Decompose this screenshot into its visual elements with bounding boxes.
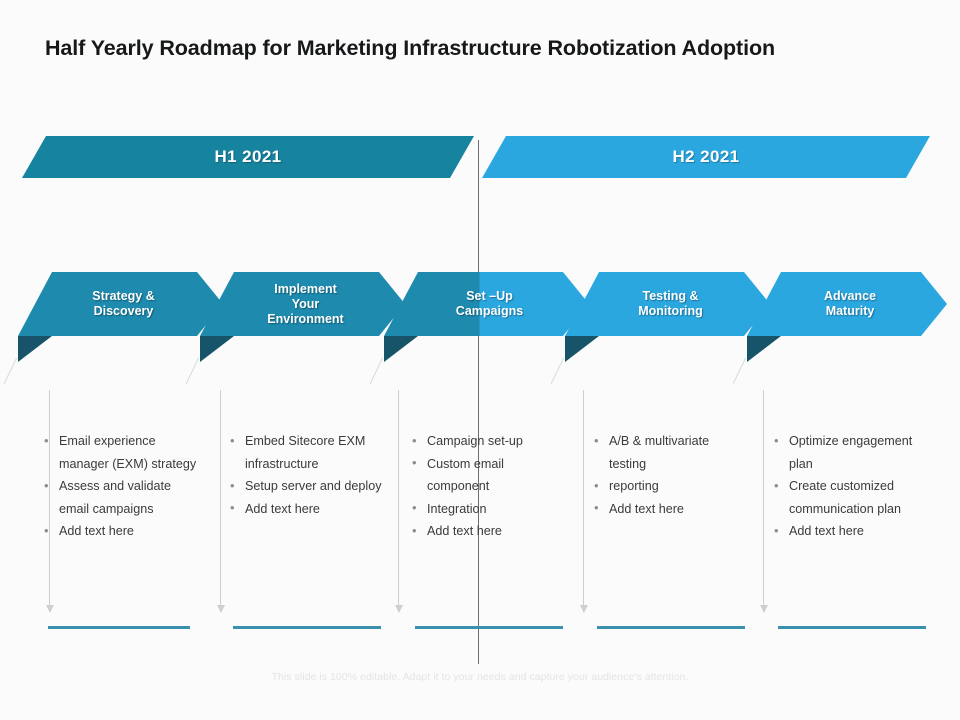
half-divider — [478, 140, 479, 664]
list-item: Add text here — [592, 497, 747, 521]
phase-connector-5 — [759, 390, 768, 613]
phase-chevron-4[interactable]: Testing & Monitoring — [565, 272, 770, 362]
phase-chevron-2-shape — [200, 272, 405, 336]
phase-connector-4 — [579, 390, 588, 613]
list-item: Add text here — [410, 520, 560, 543]
list-item: Email experience manager (EXM) strategy — [42, 430, 200, 475]
phase-fold-shadow-5 — [733, 358, 767, 398]
list-item: A/B & multivariate testing — [592, 430, 747, 475]
phase-chevron-5-shape — [747, 272, 947, 336]
list-item: Campaign set-up — [410, 430, 560, 453]
phase-rule-3 — [415, 626, 563, 629]
half-banner-h1[interactable]: H1 2021 — [22, 136, 474, 178]
list-item: Add text here — [42, 520, 200, 543]
list-item: Assess and validate email campaigns — [42, 475, 200, 520]
phase-fold-shadow-2 — [186, 358, 220, 398]
phase-rule-1 — [48, 626, 190, 629]
phase-connector-3 — [394, 390, 403, 613]
phase-chevron-3[interactable]: Set –Up Campaigns — [384, 272, 589, 362]
phase-connector-2 — [216, 390, 225, 613]
phase-rule-4 — [597, 626, 745, 629]
phase-chevron-4-shape — [565, 272, 770, 336]
list-item: Create customized communication plan — [772, 475, 922, 520]
phase-fold-3 — [384, 336, 418, 362]
list-item: Integration — [410, 497, 560, 521]
phase-bullets-4: A/B & multivariate testing reporting Add… — [592, 430, 747, 520]
phase-fold-shadow-1 — [4, 358, 38, 398]
list-item: Add text here — [228, 497, 388, 521]
half-banner-h2-label: H2 2021 — [672, 147, 740, 166]
list-item: reporting — [592, 475, 747, 498]
phase-rule-5 — [778, 626, 926, 629]
phase-fold-4 — [565, 336, 599, 362]
page-title: Half Yearly Roadmap for Marketing Infras… — [45, 36, 776, 60]
phase-chevron-5[interactable]: Advance Maturity — [747, 272, 947, 362]
phase-fold-2 — [200, 336, 234, 362]
phase-chevron-3-shape — [384, 272, 589, 336]
phase-fold-shadow-4 — [551, 358, 585, 398]
half-banner-h2[interactable]: H2 2021 — [482, 136, 930, 178]
footer-note: This slide is 100% editable. Adapt it to… — [271, 671, 689, 683]
half-banner-h1-label: H1 2021 — [214, 147, 282, 166]
phase-chevron-1[interactable]: Strategy & Discovery — [18, 272, 223, 362]
list-item: Add text here — [772, 520, 922, 543]
list-item: Setup server and deploy — [228, 475, 388, 498]
phase-chevron-1-shape — [18, 272, 223, 336]
phase-bullets-1: Email experience manager (EXM) strategy … — [42, 430, 200, 543]
phase-bullets-2: Embed Sitecore EXM infrastructure Setup … — [228, 430, 388, 520]
phase-chevron-2[interactable]: Implement Your Environment — [200, 272, 405, 362]
phase-fold-1 — [18, 336, 52, 362]
list-item: Optimize engagement plan — [772, 430, 922, 475]
phase-rule-2 — [233, 626, 381, 629]
list-item: Custom email component — [410, 452, 560, 498]
phase-bullets-5: Optimize engagement plan Create customiz… — [772, 430, 922, 543]
phase-fold-5 — [747, 336, 781, 362]
list-item: Embed Sitecore EXM infrastructure — [228, 430, 388, 475]
phase-bullets-3: Campaign set-up Custom email component I… — [410, 430, 560, 543]
